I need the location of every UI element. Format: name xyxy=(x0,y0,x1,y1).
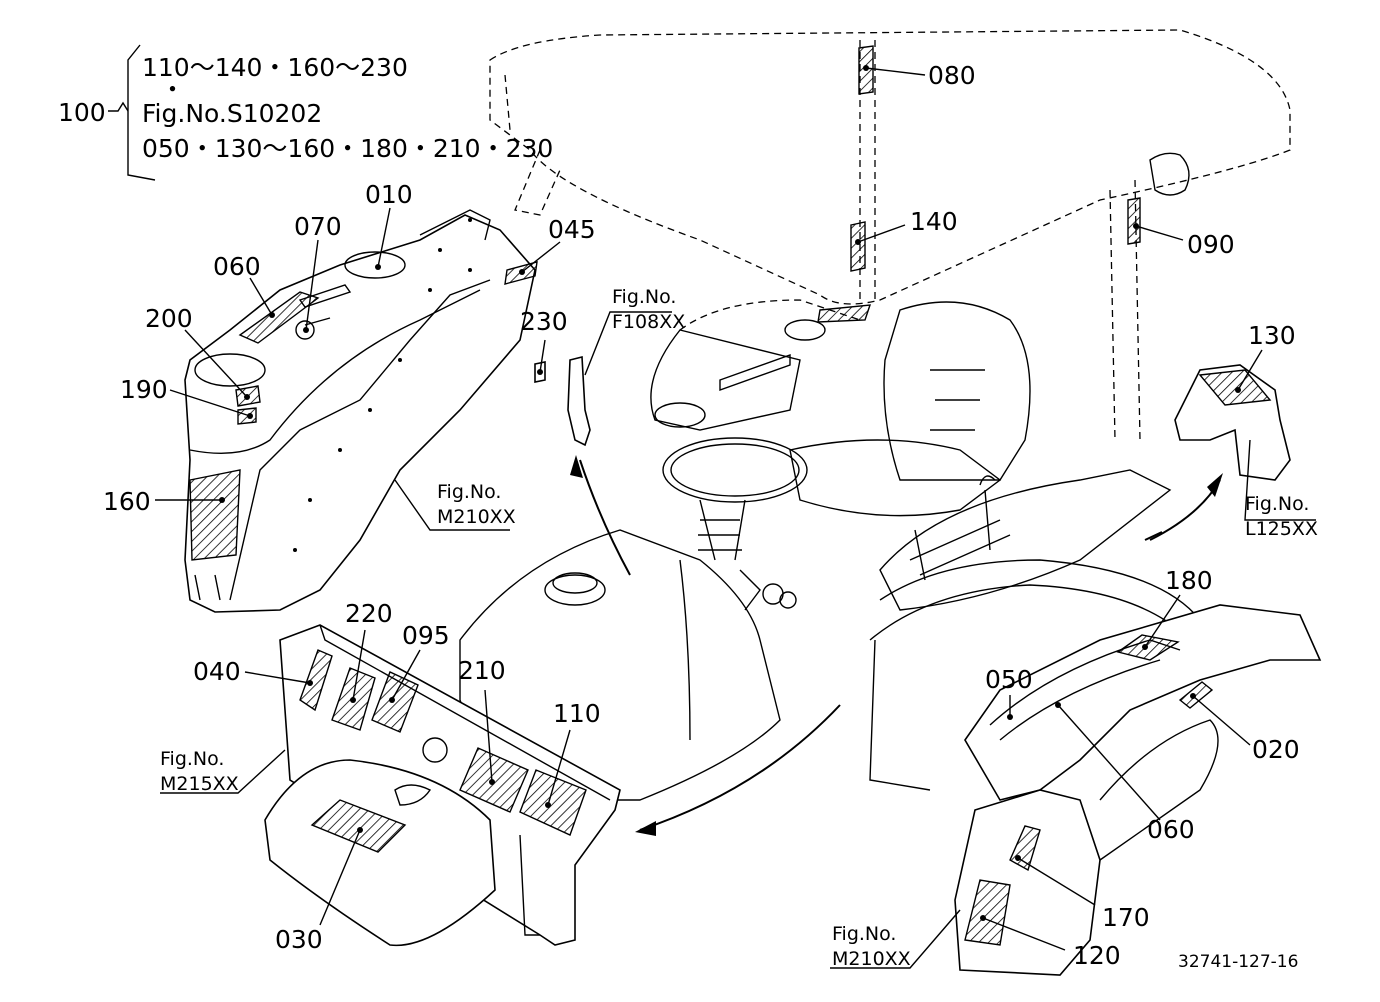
ref-m215-prefix: Fig.No. xyxy=(160,748,224,770)
part-label-190: 210 xyxy=(458,656,506,685)
group-100-line2: Fig.No.S10202 xyxy=(142,99,322,128)
part-label-040: 040 xyxy=(193,657,241,686)
part-label-130: 130 xyxy=(1248,321,1296,350)
ref-m210-bottom-code: M210XX xyxy=(832,948,911,970)
ref-f108-prefix: Fig.No. xyxy=(612,286,676,308)
part-label-140: 140 xyxy=(910,207,958,236)
part-label-060-final: 060 xyxy=(1147,815,1195,844)
rear-fender-tractor xyxy=(869,559,1201,791)
front-grille xyxy=(264,759,496,947)
motion-arrows xyxy=(570,455,1223,836)
bracket-230 xyxy=(534,355,591,447)
part-label-020: 020 xyxy=(1252,735,1300,764)
part-label-080: 070 xyxy=(294,212,342,241)
part-label-090-right: 090 xyxy=(1187,230,1235,259)
operator-seat xyxy=(679,299,1031,517)
part-label-090-top: 080 xyxy=(928,61,976,90)
part-label-050: 050 xyxy=(985,665,1033,694)
part-label-010: 010 xyxy=(365,180,413,209)
dashboard-panel xyxy=(650,319,826,431)
part-label-220: 220 xyxy=(345,599,393,628)
part-label-160: 160 xyxy=(103,487,151,516)
steering-wheel xyxy=(662,437,808,561)
ref-l125-code: L125XX xyxy=(1245,518,1318,540)
group-100-number: 100 xyxy=(58,98,106,127)
part-label-210: 200 xyxy=(145,304,193,333)
ref-m210-bottom-prefix: Fig.No. xyxy=(832,923,896,945)
canopy-decals xyxy=(817,45,1141,323)
right-console xyxy=(879,469,1172,611)
part-label-200: 190 xyxy=(120,375,168,404)
part-label-120: 120 xyxy=(1073,941,1121,970)
ref-l125-prefix: Fig.No. xyxy=(1245,493,1309,515)
part-label-230: 230 xyxy=(520,307,568,336)
part-labels: 080 140 090 010 045 070 060 200 190 160 … xyxy=(103,61,1300,970)
ref-m210-top-prefix: Fig.No. xyxy=(437,481,501,503)
ref-m215-code: M215XX xyxy=(160,773,239,795)
group-100-separator: ・ xyxy=(160,75,185,104)
figure-references: Fig.No. F108XX Fig.No. M210XX Fig.No. L1… xyxy=(160,286,1318,970)
step-assembly xyxy=(1174,364,1291,481)
figure-code: 32741-127-16 xyxy=(1178,952,1298,972)
front-panel xyxy=(279,624,621,946)
cab-roof xyxy=(489,29,1291,441)
part-label-070: 060 xyxy=(213,252,261,281)
part-label-170: 170 xyxy=(1102,903,1150,932)
group-100-line3: 050・130～160・180・210・230 xyxy=(142,134,553,163)
part-label-110: 110 xyxy=(553,699,601,728)
group-100-note: 100 110～140・160～230 ・ Fig.No.S10202 050・… xyxy=(58,53,553,163)
part-label-095: 095 xyxy=(402,621,450,650)
right-fender-assembly xyxy=(954,604,1322,976)
part-label-030: 030 xyxy=(275,925,323,954)
ref-m210-top-code: M210XX xyxy=(437,506,516,528)
group-100-line1: 110～140・160～230 xyxy=(142,53,408,82)
leader-lines xyxy=(108,44,1316,969)
part-label-180: 180 xyxy=(1165,566,1213,595)
part-label-045: 045 xyxy=(548,215,596,244)
ref-f108-code: F108XX xyxy=(612,311,685,333)
